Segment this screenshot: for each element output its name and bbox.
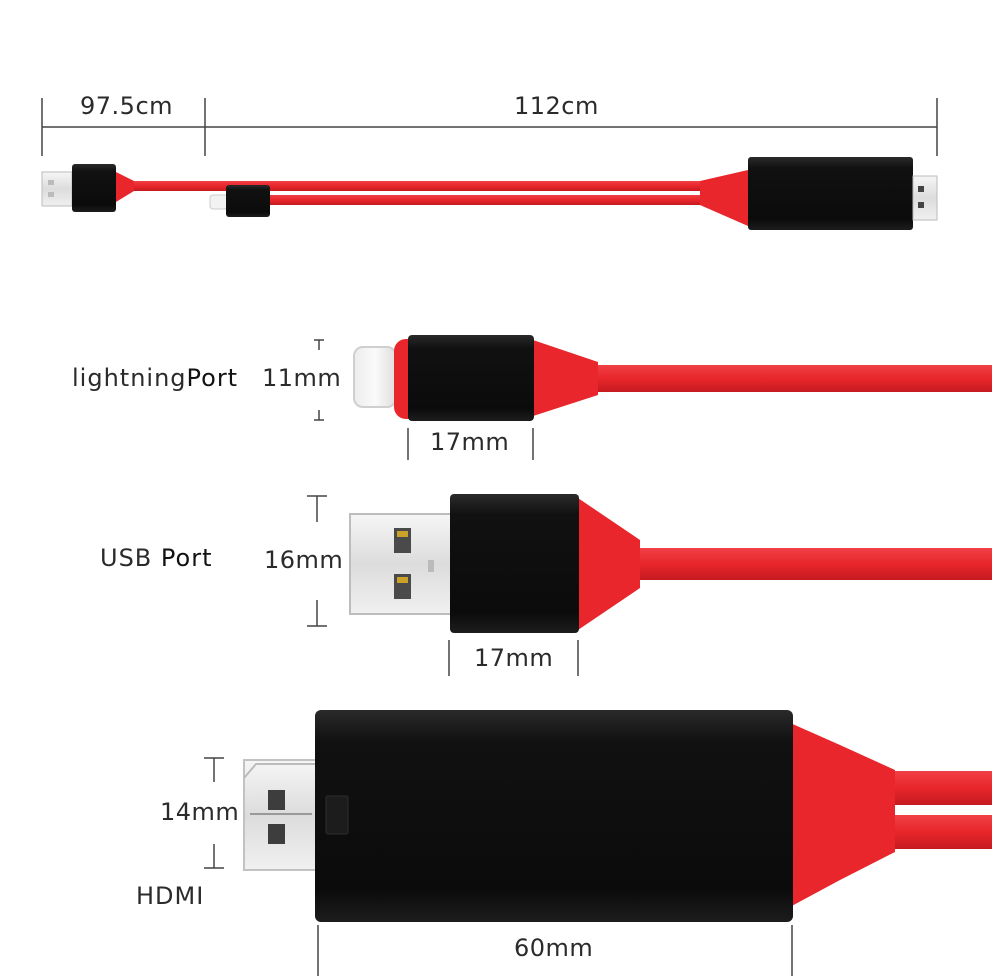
top-usb-connector [41,164,134,212]
lightning-height-label: 11mm [262,364,342,392]
usb-height-dimension [307,495,327,627]
lightning-length-dimension [407,428,534,460]
top-cables [130,170,748,226]
lightning-port-label-part1: lightning [72,364,187,392]
usb-length-label: 17mm [474,644,554,672]
hdmi-height-label: 14mm [160,798,240,826]
hdmi-section [204,710,992,976]
top-dimension-lines [41,98,938,156]
left-length-label: 97.5cm [80,92,174,120]
top-assembly [41,98,938,230]
lightning-port-label: lightningPort [72,366,238,390]
lightning-section [314,335,992,460]
usb-connector [349,494,992,633]
lightning-port-label-part2: Port [186,364,239,392]
usb-section [307,494,992,676]
lightning-height-dimension [314,339,324,421]
usb-port-label-part2: Port [160,544,213,572]
top-lightning-connector [209,185,270,217]
lightning-length-label: 17mm [430,428,510,456]
usb-height-label: 16mm [264,546,344,574]
usb-length-dimension [448,640,579,676]
hdmi-adapter [243,710,992,922]
hdmi-port-label: HDMI [136,882,205,910]
hdmi-length-label: 60mm [514,934,594,962]
usb-port-label-part1: USB [100,544,161,572]
hdmi-height-dimension [204,757,224,869]
top-hdmi-adapter [748,157,938,230]
hdmi-length-dimension [317,925,793,976]
usb-port-label: USB Port [100,546,212,570]
right-length-label: 112cm [514,92,599,120]
lightning-connector [353,335,992,421]
